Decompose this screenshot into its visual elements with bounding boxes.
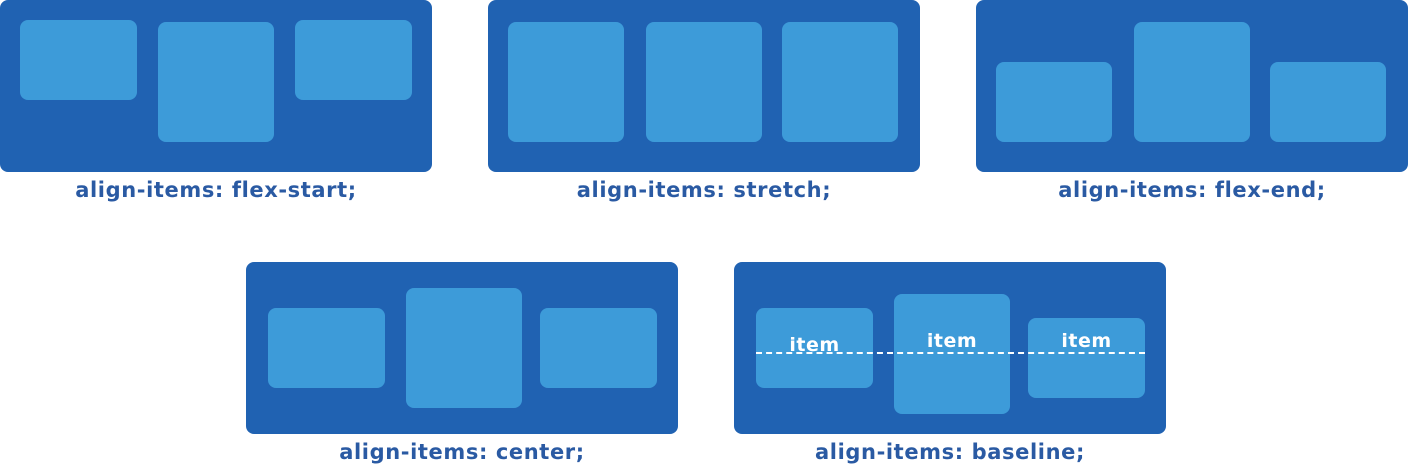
item-label: item: [926, 330, 978, 352]
flex-item-2: [1134, 22, 1250, 142]
flex-item-1: [508, 22, 624, 142]
caption-center: align-items: center;: [339, 440, 585, 464]
flex-item-3: [295, 20, 412, 100]
panel-stretch: [488, 0, 920, 172]
flex-item-3: item: [1028, 318, 1145, 398]
caption-flex-start: align-items: flex-start;: [75, 178, 357, 202]
flex-item-2: [406, 288, 522, 408]
caption-stretch: align-items: stretch;: [576, 178, 832, 202]
caption-flex-end: align-items: flex-end;: [1058, 178, 1326, 202]
caption-baseline: align-items: baseline;: [815, 440, 1085, 464]
flex-item-1: item: [756, 308, 873, 388]
flex-item-3: [1270, 62, 1386, 142]
flex-item-2: item: [894, 294, 1010, 414]
panel-center: [246, 262, 678, 434]
panel-flex-start: [0, 0, 432, 172]
flex-item-2: [646, 22, 762, 142]
flex-item-1: [996, 62, 1112, 142]
panel-flex-end: [976, 0, 1408, 172]
item-label: item: [789, 334, 840, 356]
item-label: item: [1061, 330, 1112, 352]
flex-item-1: [20, 20, 137, 100]
baseline-dashed-line: [756, 352, 1145, 354]
flex-item-3: [782, 22, 898, 142]
flex-item-1: [268, 308, 385, 388]
flex-item-3: [540, 308, 657, 388]
panel-baseline: item item item: [734, 262, 1166, 434]
flex-item-2: [158, 22, 274, 142]
